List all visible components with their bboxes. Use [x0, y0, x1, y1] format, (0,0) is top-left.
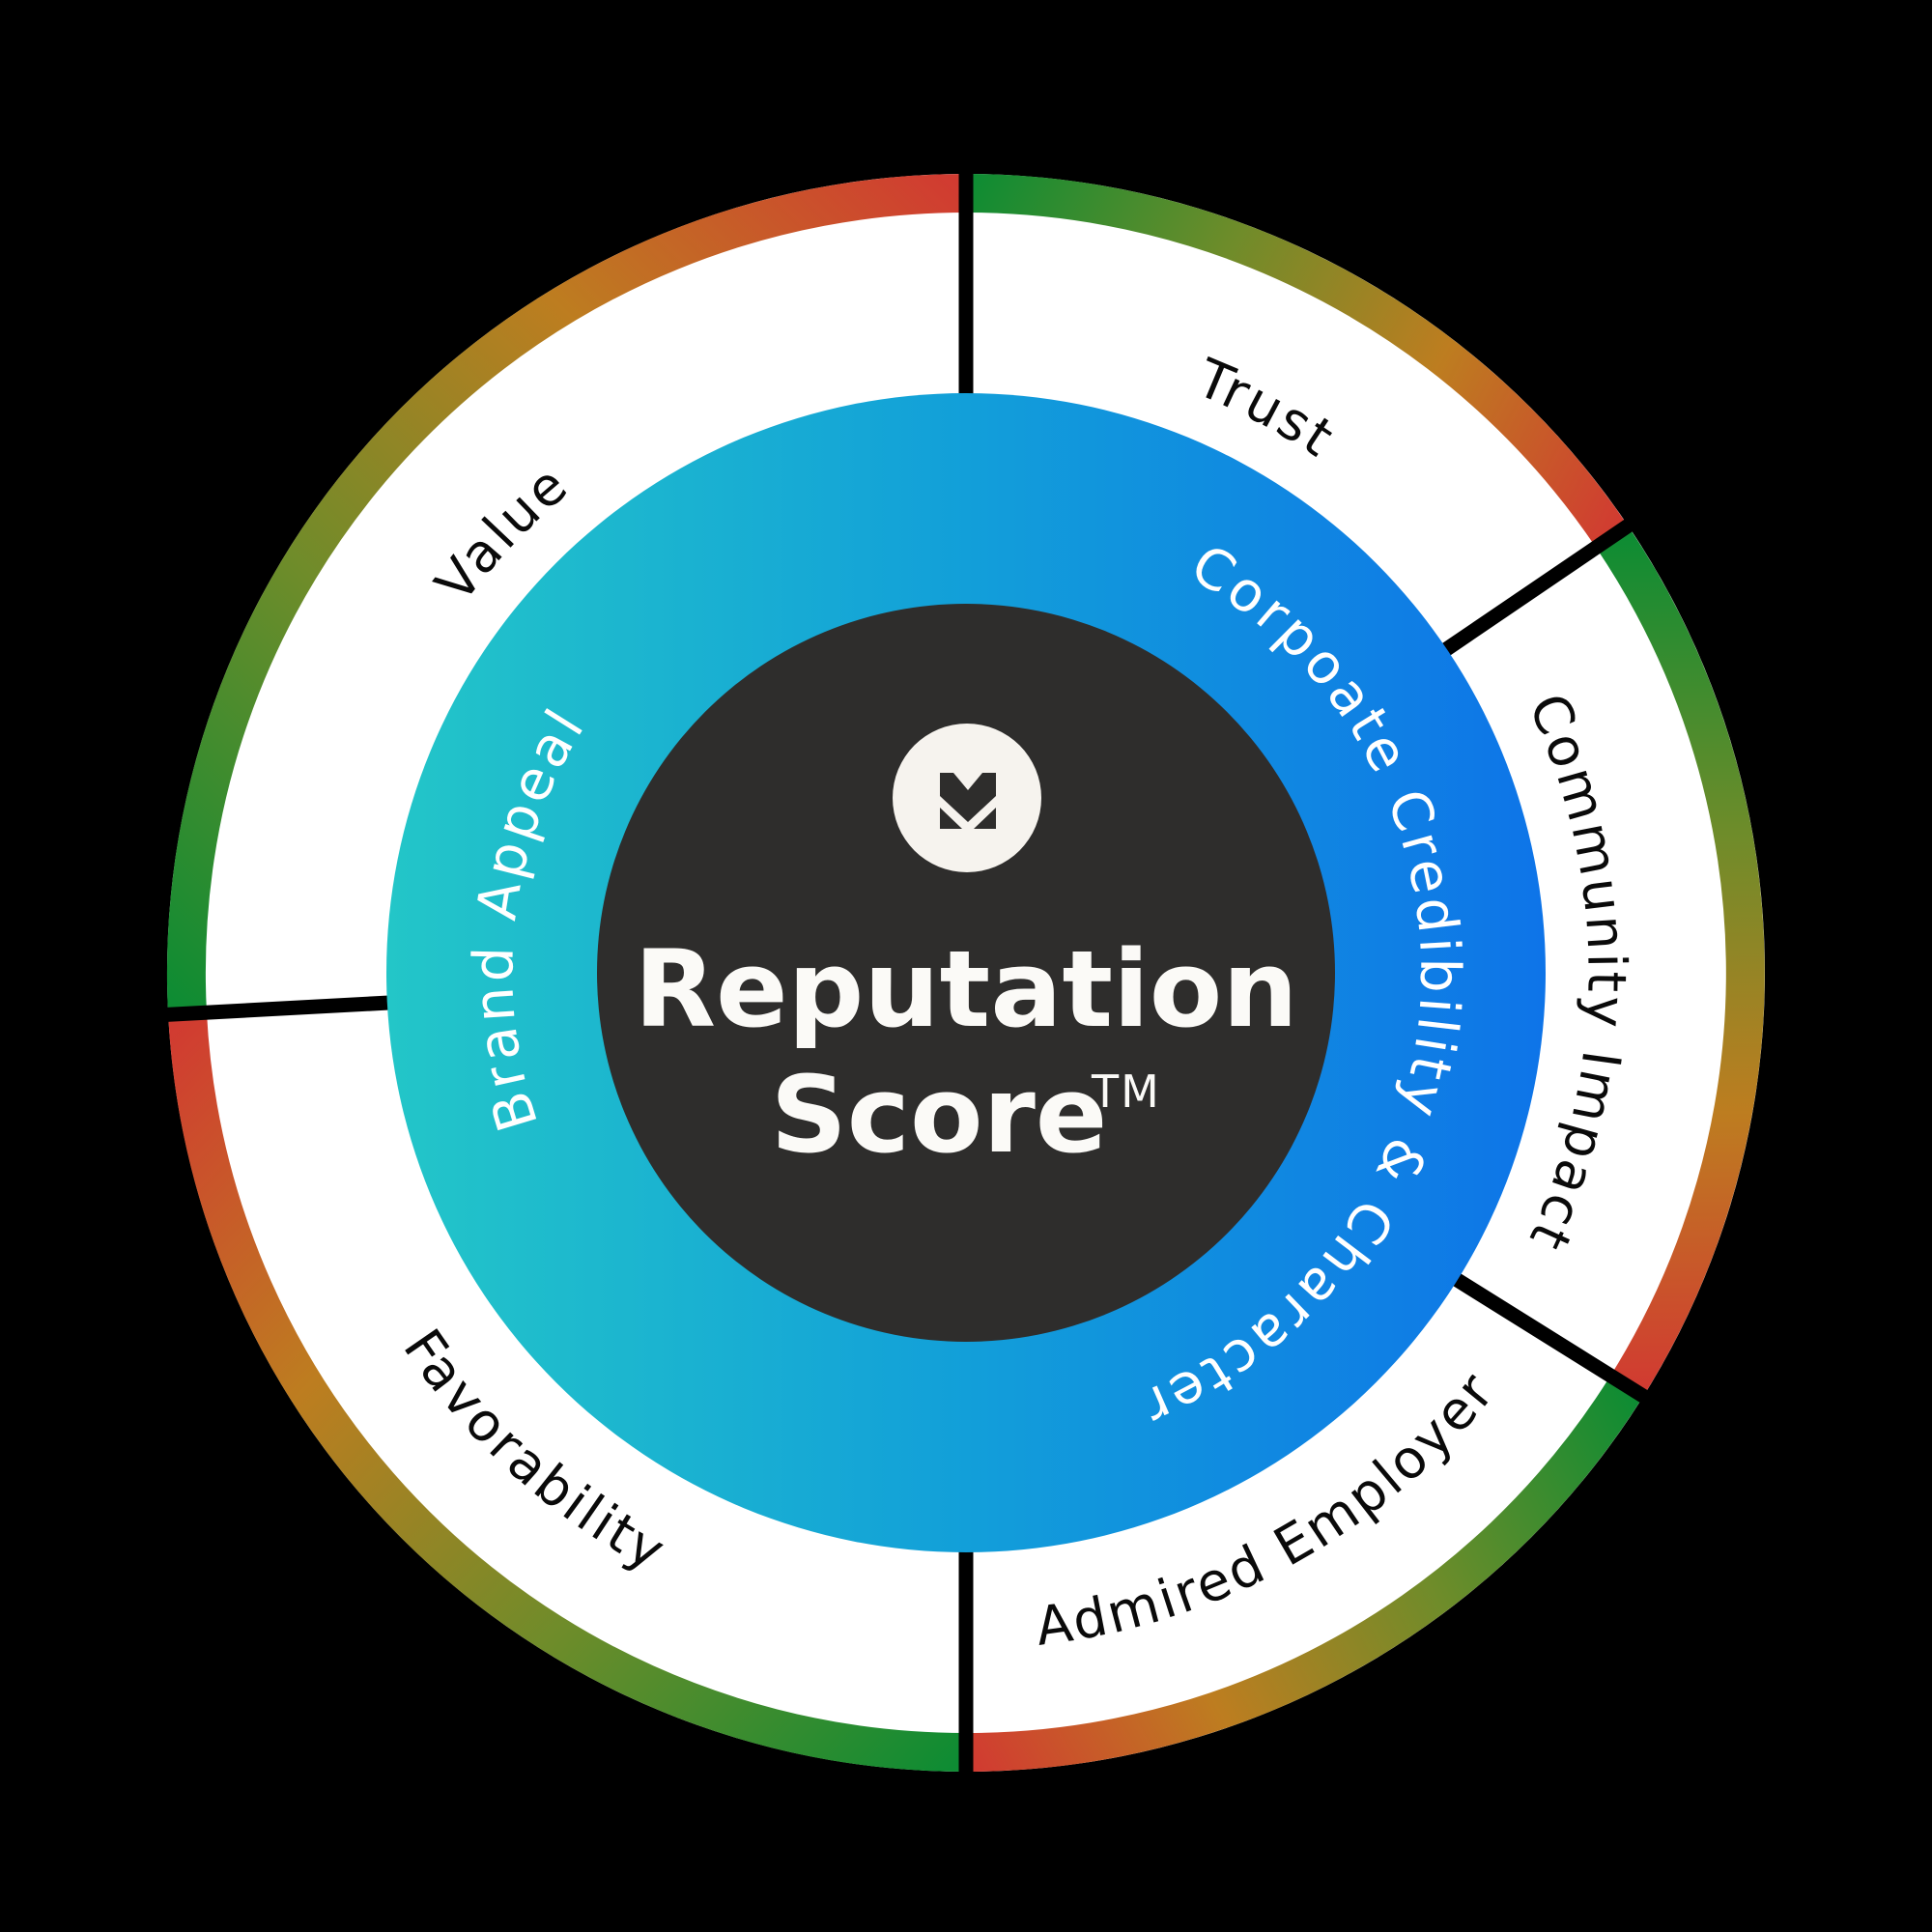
- reputation-logo-icon: [893, 724, 1041, 872]
- segment-dividers: [155, 161, 1658, 1784]
- center-circle: [597, 604, 1335, 1342]
- m-arrow-glyph-icon: [940, 773, 996, 829]
- segment-divider: [1452, 1272, 1658, 1409]
- segment-divider: [1440, 512, 1643, 657]
- segment-divider: [155, 995, 390, 1023]
- center-title-line1: Reputation: [634, 927, 1297, 1051]
- rim-arc-favorability: [168, 1011, 967, 1772]
- gradient-rim: [166, 174, 1765, 1772]
- rim-arc-trust: [965, 174, 1629, 549]
- rim-arc-community-impact: [1596, 526, 1765, 1397]
- rim-arc-value: [166, 174, 967, 1015]
- trademark-symbol: TM: [1091, 1065, 1161, 1118]
- center-title-line2: Score: [771, 1053, 1108, 1177]
- rim-arc-admired-employer: [965, 1376, 1643, 1772]
